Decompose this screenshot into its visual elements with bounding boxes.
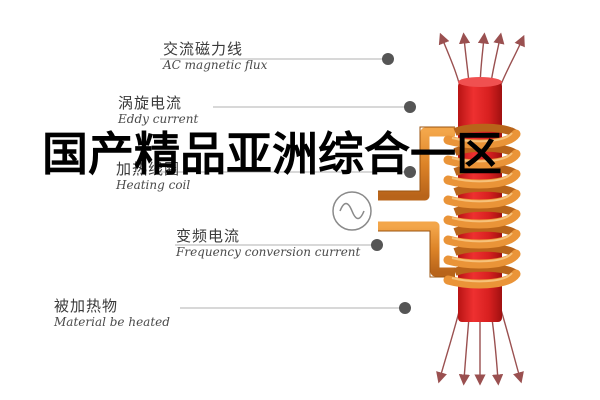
coil-turn-front <box>443 149 521 169</box>
coil-turn-highlight <box>451 152 513 163</box>
flux-pointer-dot <box>382 53 394 65</box>
coil-turn-front <box>443 249 521 269</box>
coil-turn-highlight <box>451 212 513 223</box>
heating-coil <box>443 123 521 289</box>
coil-turn-front <box>443 129 521 149</box>
label-freq-en: Frequency conversion current <box>176 245 361 259</box>
label-coil: 加热线圈 Heating coil <box>116 160 190 192</box>
coil-turn-highlight <box>451 132 513 143</box>
label-freq-zh: 变频电流 <box>176 227 241 245</box>
coil-turn-front <box>443 269 521 289</box>
coil-turn-front <box>443 229 521 249</box>
watermark-overlay-text: 国产精品亚洲综合一区 <box>42 127 502 181</box>
coil-turn-highlight <box>451 232 513 243</box>
label-material-en: Material be heated <box>54 315 170 329</box>
coil-turn-highlight <box>451 172 513 183</box>
label-eddy-zh: 涡旋电流 <box>118 94 183 112</box>
coil-turn-front <box>443 209 521 229</box>
label-coil-en: Heating coil <box>116 178 191 192</box>
label-material-zh: 被加热物 <box>54 297 119 315</box>
label-eddy: 涡旋电流 Eddy current <box>118 94 198 126</box>
ac-source-icon <box>332 191 372 231</box>
label-material: 被加热物 Material be heated <box>54 297 170 329</box>
coil-turn-highlight <box>451 192 513 203</box>
label-eddy-en: Eddy current <box>118 112 199 126</box>
coil-leads <box>378 127 455 277</box>
coil-turn-front <box>443 189 521 209</box>
label-coil-zh: 加热线圈 <box>116 160 181 178</box>
material-pointer-dot <box>399 302 411 314</box>
label-ac-flux-zh: 交流磁力线 <box>163 40 244 58</box>
coil-turn-highlight <box>451 272 513 283</box>
eddy-pointer-dot <box>404 101 416 113</box>
label-ac-flux: 交流磁力线 AC magnetic flux <box>163 40 267 72</box>
coil-pointer-dot <box>404 166 416 178</box>
label-freq: 变频电流 Frequency conversion current <box>176 227 360 259</box>
freq-pointer-dot <box>371 239 383 251</box>
leader-lines <box>160 58 410 309</box>
coil-turn-front <box>443 169 521 189</box>
coil-turn-highlight <box>451 252 513 263</box>
label-ac-flux-en: AC magnetic flux <box>163 58 268 72</box>
